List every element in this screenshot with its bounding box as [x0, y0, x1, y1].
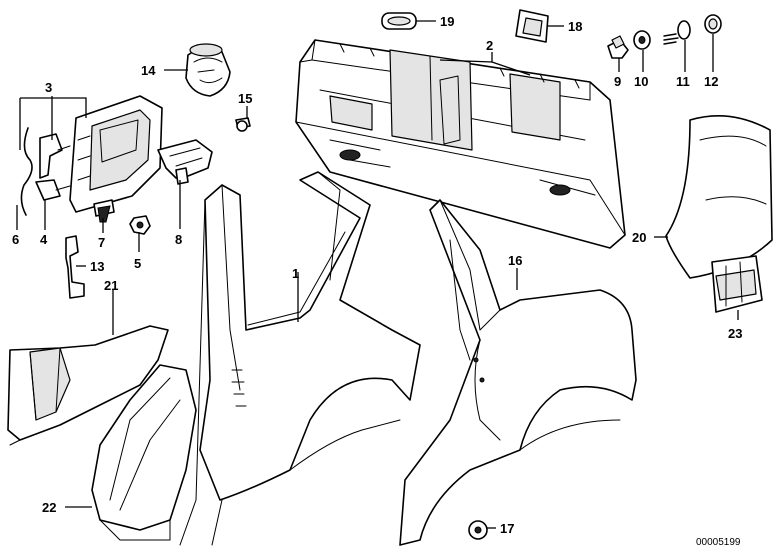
- label-13: 13: [90, 259, 104, 274]
- label-10: 10: [634, 74, 648, 89]
- side-panel-20: [665, 115, 773, 279]
- label-18: 18: [568, 19, 582, 34]
- clip-15: [235, 117, 251, 132]
- leader-lines: [16, 20, 739, 529]
- label-5: 5: [134, 256, 141, 271]
- filler-flap: [69, 95, 163, 213]
- part-labels: 1 2 3 4 5 6 7 8 9 10 11 12 13 14 15 16 1…: [12, 14, 742, 536]
- label-8: 8: [175, 232, 182, 247]
- spring-wire: [20, 127, 33, 216]
- label-3: 3: [45, 80, 52, 95]
- label-9: 9: [614, 74, 621, 89]
- label-2: 2: [486, 38, 493, 53]
- label-23: 23: [728, 326, 742, 341]
- label-14: 14: [141, 63, 156, 78]
- screw-11: [663, 20, 691, 45]
- label-1: 1: [292, 266, 299, 281]
- grommet-7: [93, 199, 115, 223]
- lock-bracket: [157, 139, 213, 185]
- wheel-arch-22: [91, 364, 197, 541]
- label-22: 22: [42, 500, 56, 515]
- nut-5: [129, 215, 151, 235]
- hinge: [35, 133, 71, 201]
- outer-side-panel: [399, 199, 637, 546]
- rear-panel: [295, 39, 626, 249]
- side-frame: [179, 171, 421, 546]
- fastener-9: [607, 35, 629, 59]
- label-11: 11: [676, 74, 690, 89]
- seal-13: [65, 235, 85, 299]
- label-17: 17: [500, 521, 514, 536]
- label-7: 7: [98, 235, 105, 250]
- drawing-code: 00005199: [696, 537, 741, 548]
- label-16: 16: [508, 253, 522, 268]
- washer-10: [633, 30, 651, 50]
- fuel-cap: [185, 43, 231, 97]
- cap-12: [704, 14, 722, 34]
- label-15: 15: [238, 91, 252, 106]
- label-20: 20: [632, 230, 646, 245]
- label-6: 6: [12, 232, 19, 247]
- grommet-17: [468, 520, 488, 540]
- mount-23: [711, 255, 763, 313]
- label-12: 12: [704, 74, 718, 89]
- label-19: 19: [440, 14, 454, 29]
- label-21: 21: [104, 278, 118, 293]
- label-4: 4: [40, 232, 48, 247]
- clip-19: [381, 12, 417, 30]
- inner-section-21: [7, 325, 169, 446]
- clip-18: [515, 9, 549, 43]
